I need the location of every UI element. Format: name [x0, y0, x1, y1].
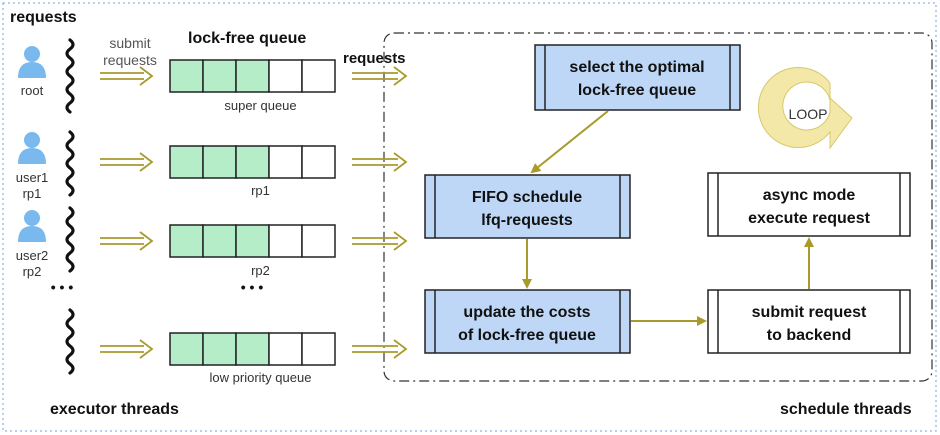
box-fifo: FIFO schedule lfq-requests [424, 174, 631, 239]
box-update-line2: of lock-free queue [458, 327, 596, 344]
box-select: select the optimal lock-free queue [534, 44, 741, 111]
queue-cell [202, 145, 237, 179]
queue-cell [268, 224, 303, 258]
executor-thread-wave [65, 38, 75, 114]
queue-label: low priority queue [210, 370, 312, 385]
box-submit-line2: to backend [767, 327, 851, 344]
submit-arrow [100, 231, 154, 251]
user-label-line1: root [21, 83, 44, 98]
schedule-threads-label: schedule threads [780, 401, 912, 418]
box-update: update the costs of lock-free queue [424, 289, 631, 354]
queue-cell [169, 224, 204, 258]
box-update-line1: update the costs [463, 304, 590, 321]
queue-cell [202, 332, 237, 366]
submit-arrow [352, 66, 408, 86]
box-select-line1: select the optimal [569, 59, 704, 76]
queue-cell [202, 224, 237, 258]
queue-cell [235, 59, 270, 93]
loop-icon: LOOP [757, 67, 853, 150]
executor-thread-wave [65, 130, 75, 197]
box-async: async mode execute request [707, 172, 911, 237]
loop-label: LOOP [789, 106, 828, 122]
user-icon [18, 132, 46, 164]
queue-cell [268, 332, 303, 366]
queue-cell [301, 332, 336, 366]
queue-cell [268, 145, 303, 179]
executor-threads-label: executor threads [50, 401, 179, 418]
lock-free-queue: super queue [169, 59, 336, 113]
queue-cell [169, 332, 204, 366]
queue-cell [235, 224, 270, 258]
user-icon [18, 46, 46, 78]
submit-label-line1: submit [109, 35, 150, 51]
box-select-line2: lock-free queue [578, 82, 696, 99]
executor-thread-wave [65, 308, 75, 375]
user-label-line1: user1 [16, 170, 49, 185]
schedule-threads-frame [383, 32, 933, 382]
queue-cell [169, 145, 204, 179]
lock-free-queue: low priority queue [169, 332, 336, 385]
requests-mid-label: requests [343, 50, 406, 67]
user-label-line1: user2 [16, 248, 49, 263]
user-label-line2: rp1 [23, 186, 42, 201]
queues-group: super queue rp1 rp2 low priority queue [169, 59, 336, 385]
queue-cell [268, 59, 303, 93]
queue-label: rp2 [251, 263, 270, 278]
executor-thread-wave [65, 206, 75, 273]
queue-cell [202, 59, 237, 93]
submit-arrow [352, 231, 408, 251]
submit-arrow [100, 152, 154, 172]
submit-arrow [100, 66, 154, 86]
lock-free-queue: rp1 [169, 145, 336, 198]
queue-cell [301, 59, 336, 93]
submit-arrow [352, 152, 408, 172]
queue-cell [235, 145, 270, 179]
box-async-line1: async mode [763, 187, 856, 204]
submit-arrow [100, 339, 154, 359]
executor-dots: • • • [51, 279, 74, 295]
executor-threads-group [65, 38, 75, 375]
box-submit: submit request to backend [707, 289, 911, 354]
user-label-line2: rp2 [23, 264, 42, 279]
arrow-select-to-fifo [530, 110, 609, 174]
box-fifo-line2: lfq-requests [481, 212, 573, 229]
queue-label: super queue [224, 98, 296, 113]
submit-label-line2: requests [103, 52, 157, 68]
submit-arrow [352, 339, 408, 359]
lock-free-queue: rp2 [169, 224, 336, 278]
queue-dots: • • • [241, 279, 264, 295]
user-icon [18, 210, 46, 242]
queue-cell [301, 145, 336, 179]
submit-arrows-group [100, 66, 408, 359]
lock-free-queue-title: lock-free queue [188, 30, 306, 47]
box-submit-line1: submit request [752, 304, 867, 321]
queue-cell [301, 224, 336, 258]
queue-cell [169, 59, 204, 93]
box-async-line2: execute request [748, 210, 871, 227]
requests-top-label: requests [10, 9, 77, 26]
box-fifo-line1: FIFO schedule [472, 189, 582, 206]
queue-label: rp1 [251, 183, 270, 198]
queue-cell [235, 332, 270, 366]
